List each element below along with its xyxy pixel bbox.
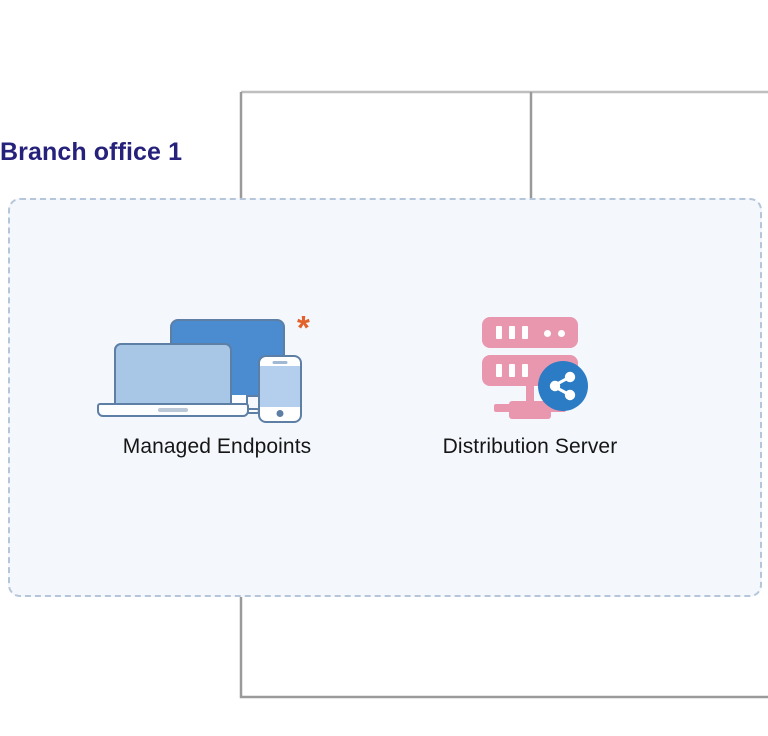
- node-managed-endpoints[interactable]: * Managed Endpoints: [92, 305, 342, 459]
- server-foot: [509, 401, 551, 419]
- phone-speaker: [272, 361, 288, 364]
- phone-screen: [260, 366, 300, 407]
- node-distribution-server[interactable]: Distribution Server: [420, 305, 640, 459]
- server-rack-top: [482, 317, 578, 348]
- devices-icon: *: [92, 305, 342, 425]
- node-label-managed-endpoints: Managed Endpoints: [122, 435, 312, 458]
- zone-title: Branch office 1: [0, 138, 183, 166]
- asterisk-badge-icon: *: [297, 309, 310, 346]
- server-stem: [526, 386, 534, 403]
- node-label-distribution-server: Distribution Server: [442, 435, 618, 458]
- laptop-trackpad: [158, 408, 188, 412]
- phone-icon: [258, 355, 302, 423]
- phone-home-button: [276, 410, 284, 417]
- share-icon: [538, 361, 588, 411]
- server-icon: [420, 305, 640, 425]
- laptop-icon: [114, 343, 232, 405]
